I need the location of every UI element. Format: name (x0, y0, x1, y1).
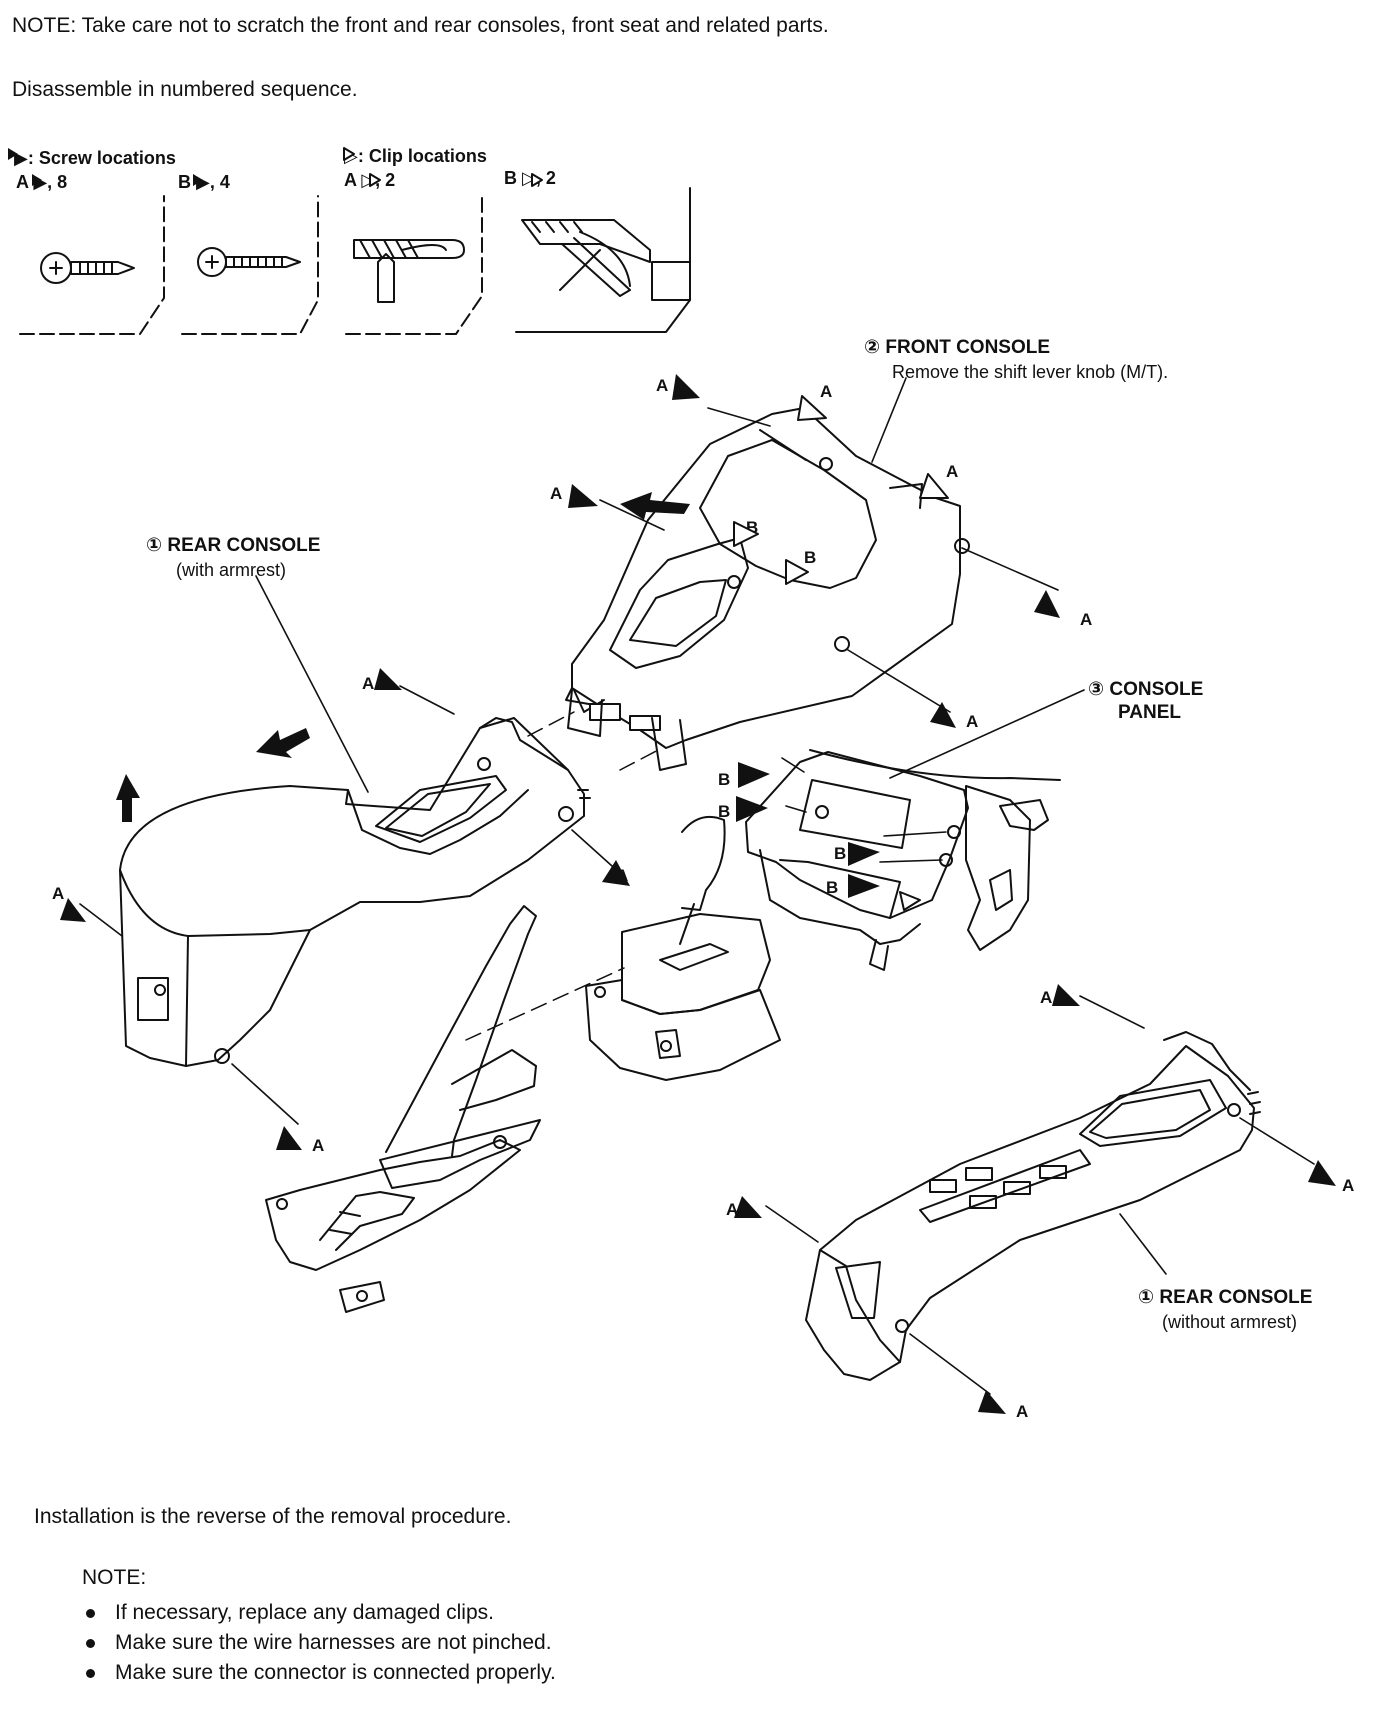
screw-a-count: A ▶, 8 (16, 172, 68, 192)
installation-note: Installation is the reverse of the remov… (34, 1505, 512, 1528)
point-label-a: A (550, 484, 563, 503)
installation-note-list: If necessary, replace any damaged clips.… (86, 1598, 556, 1688)
bullet-icon (86, 1608, 95, 1618)
bullet-icon (86, 1638, 95, 1648)
clip-b-count: B ▷, 2 (504, 168, 556, 188)
point-label-b: B (834, 844, 847, 863)
list-item: If necessary, replace any damaged clips. (86, 1598, 556, 1628)
rear-console-armrest-title: ① REAR CONSOLE (146, 535, 321, 556)
clip-a-icon (353, 239, 465, 303)
point-label-a: A (946, 462, 959, 481)
note-item-text: Make sure the wire harnesses are not pin… (115, 1631, 552, 1654)
point-label-b: B (804, 548, 817, 567)
clip-legend-title: ▷: Clip locations (344, 146, 487, 166)
point-label-a: A (1016, 1402, 1029, 1421)
alignment-lines (465, 711, 663, 1041)
parking-brake-assembly (265, 905, 541, 1313)
note-item-text: If necessary, replace any damaged clips. (115, 1601, 494, 1624)
point-label-b: B (826, 878, 839, 897)
point-label-a: A (656, 376, 669, 395)
point-label-a: A (312, 1136, 325, 1155)
rear-console-no-armrest-title: ① REAR CONSOLE (1138, 1287, 1313, 1308)
screw-legend-title: ▶: Screw locations (14, 148, 176, 168)
point-label-b: B (718, 770, 731, 789)
list-item: Make sure the connector is connected pro… (86, 1658, 556, 1688)
console-panel-title-1: ③ CONSOLE (1088, 679, 1204, 700)
point-label-a: A (966, 712, 979, 731)
screw-b-icon (197, 247, 301, 277)
front-console (565, 407, 970, 771)
console-panel-title-2: PANEL (1118, 702, 1181, 723)
point-label-b: B (718, 802, 731, 821)
screw-b-count: B ▶, 4 (178, 172, 230, 192)
clip-b-icon (521, 219, 691, 301)
bullet-icon (86, 1668, 95, 1678)
point-label-a: A (362, 674, 375, 693)
direction-arrows (116, 492, 690, 822)
list-item: Make sure the wire harnesses are not pin… (86, 1628, 556, 1658)
note-item-text: Make sure the connector is connected pro… (115, 1661, 556, 1684)
rear-console-with-armrest (119, 717, 591, 1067)
front-console-title: ② FRONT CONSOLE (864, 337, 1051, 358)
point-label-a: A (1342, 1176, 1355, 1195)
point-label-a: A (52, 884, 65, 903)
leader-lines (79, 377, 1315, 1395)
legend-panels (19, 187, 691, 335)
rear-console-armrest-note: (with armrest) (176, 560, 287, 580)
screw-a-icon (40, 252, 135, 284)
point-label-a: A (820, 382, 833, 401)
console-panel (745, 749, 1061, 971)
sequence-instruction: Disassemble in numbered sequence. (12, 78, 358, 101)
rear-console-without-armrest (805, 1031, 1261, 1381)
front-console-note: Remove the shift lever knob (M/T). (892, 362, 1169, 382)
shift-lever-assembly (585, 816, 781, 1081)
point-label-a: A (1080, 610, 1093, 629)
point-label-a: A (1040, 988, 1053, 1007)
installation-note-title: NOTE: (82, 1566, 147, 1589)
point-label-a: A (726, 1200, 739, 1219)
rear-console-no-armrest-note: (without armrest) (1162, 1312, 1298, 1332)
screw-markers (8, 148, 1336, 1414)
note-header: NOTE: Take care not to scratch the front… (12, 14, 829, 37)
clip-markers (343, 147, 949, 911)
